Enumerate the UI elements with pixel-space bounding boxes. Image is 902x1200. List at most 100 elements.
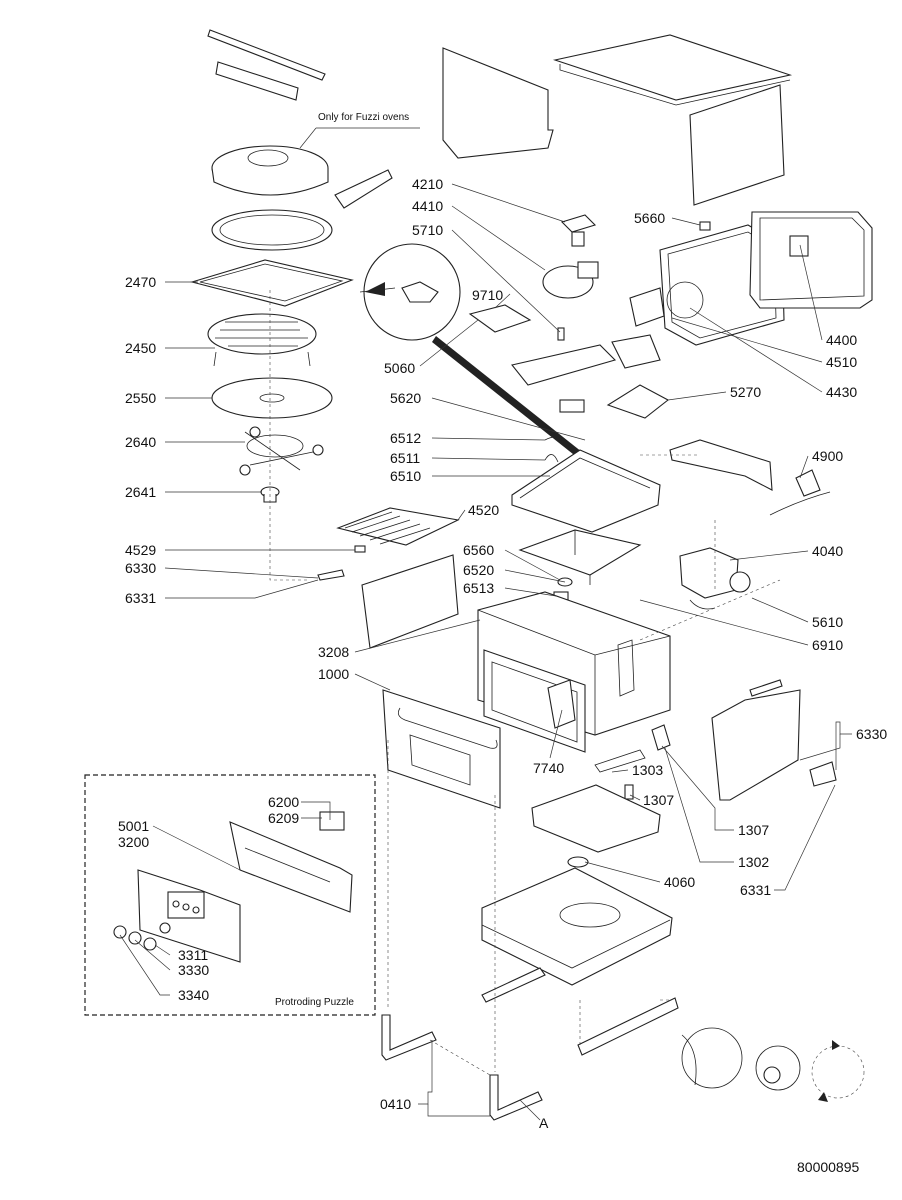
label-5270: 5270 <box>730 384 761 400</box>
side-panel-left-icon <box>442 47 554 159</box>
grill-rack-icon <box>207 313 317 367</box>
cover-small-icon <box>611 334 661 369</box>
drawing-number: 80000895 <box>797 1159 860 1175</box>
label-1307-a: 1307 <box>643 792 674 808</box>
label-4210: 4210 <box>412 176 443 192</box>
foot-bracket-icon <box>381 1014 543 1121</box>
label-3340: 3340 <box>178 987 209 1003</box>
label-6209: 6209 <box>268 810 299 826</box>
film-icon <box>559 399 585 413</box>
label-7740: 7740 <box>533 760 564 776</box>
label-2550: 2550 <box>125 390 156 406</box>
relay-board-icon <box>606 384 670 419</box>
fuzzi-note: Only for Fuzzi ovens <box>318 112 409 123</box>
label-6910: 6910 <box>812 637 843 653</box>
label-3330: 3330 <box>178 962 209 978</box>
label-6510: 6510 <box>390 468 421 484</box>
round-plate-icon <box>211 209 333 251</box>
clip-icon <box>354 545 366 553</box>
turntable-plate-icon <box>211 377 333 419</box>
bottom-tray-icon <box>531 784 661 853</box>
door-frame-stack-icon <box>659 211 873 346</box>
switch-icon <box>560 214 597 247</box>
label-3311: 3311 <box>178 947 208 963</box>
right-bracket-icon <box>809 761 837 787</box>
control-module-icon <box>511 344 617 386</box>
label-6331-left: 6331 <box>125 590 156 606</box>
label-6330-right: 6330 <box>856 726 887 742</box>
puzzle-note: Protroding Puzzle <box>275 997 354 1008</box>
label-6200: 6200 <box>268 794 299 810</box>
label-4430: 4430 <box>826 384 857 400</box>
label-5620: 5620 <box>390 390 421 406</box>
back-shield-icon <box>361 554 459 649</box>
rear-cover-icon <box>669 439 773 491</box>
pcb-icon <box>468 304 532 333</box>
label-3200: 3200 <box>118 834 149 850</box>
label-4040: 4040 <box>812 543 843 559</box>
label-4060: 4060 <box>664 874 695 890</box>
label-3208: 3208 <box>318 644 349 660</box>
control-panel-icon <box>137 811 353 963</box>
label-0410: 0410 <box>380 1096 411 1112</box>
label-2470: 2470 <box>125 274 156 290</box>
label-5710: 5710 <box>412 222 443 238</box>
label-6331-right: 6331 <box>740 882 771 898</box>
rail-icon <box>481 967 546 1003</box>
fan-motor-icon <box>542 261 599 299</box>
grill-element-icon <box>336 507 460 546</box>
right-side-shield-icon <box>711 689 801 801</box>
stirrer-motor-icon <box>567 856 589 868</box>
label-1302: 1302 <box>738 854 769 870</box>
label-6513: 6513 <box>463 580 494 596</box>
label-4410: 4410 <box>412 198 443 214</box>
label-1000: 1000 <box>318 666 349 682</box>
magnetron-icon <box>679 547 751 610</box>
label-5660: 5660 <box>634 210 665 226</box>
label-4529: 4529 <box>125 542 156 558</box>
base-plate-icon <box>481 867 673 986</box>
knob-icon <box>113 922 171 951</box>
square-tray-icon <box>189 259 354 307</box>
label-4520: 4520 <box>468 502 499 518</box>
fuzzi-cover-icon <box>211 145 393 209</box>
trim-strip-icon <box>207 29 326 101</box>
magnifier-detail-icon <box>359 243 592 466</box>
oven-cavity-icon <box>477 591 671 753</box>
wire-icon <box>544 436 571 446</box>
label-4510: 4510 <box>826 354 857 370</box>
thermostat-icon <box>795 469 821 497</box>
label-4400: 4400 <box>826 332 857 348</box>
label-6520: 6520 <box>463 562 494 578</box>
label-6512: 6512 <box>390 430 421 446</box>
label-2640: 2640 <box>125 434 156 450</box>
label-1303: 1303 <box>632 762 663 778</box>
rod-icon <box>594 749 646 773</box>
pin-icon <box>624 784 634 800</box>
label-2450: 2450 <box>125 340 156 356</box>
screw-icon <box>699 221 711 231</box>
detail-circle-icon <box>666 281 704 319</box>
label-2641: 2641 <box>125 484 156 500</box>
label-5060: 5060 <box>384 360 415 376</box>
label-9710: 9710 <box>472 287 503 303</box>
bracket-icon <box>317 569 345 581</box>
label-A: A <box>539 1115 549 1131</box>
label-6330-left: 6330 <box>125 560 156 576</box>
label-5610: 5610 <box>812 614 843 630</box>
side-panel-right-icon <box>689 84 785 206</box>
ceiling-plate-icon <box>518 529 642 576</box>
latch-icon <box>629 287 665 327</box>
leader-lines <box>119 183 852 1121</box>
label-4900: 4900 <box>812 448 843 464</box>
leader-fuzzi-2 <box>299 127 317 149</box>
top-panel-icon <box>552 34 793 106</box>
label-6511: 6511 <box>390 450 420 466</box>
knob-rotation-icon <box>681 1027 865 1102</box>
label-5001: 5001 <box>118 818 149 834</box>
label-6560: 6560 <box>463 542 494 558</box>
hinge-icon <box>651 724 671 751</box>
rail-icon-2 <box>577 997 679 1056</box>
roller-ring-icon <box>239 426 324 476</box>
